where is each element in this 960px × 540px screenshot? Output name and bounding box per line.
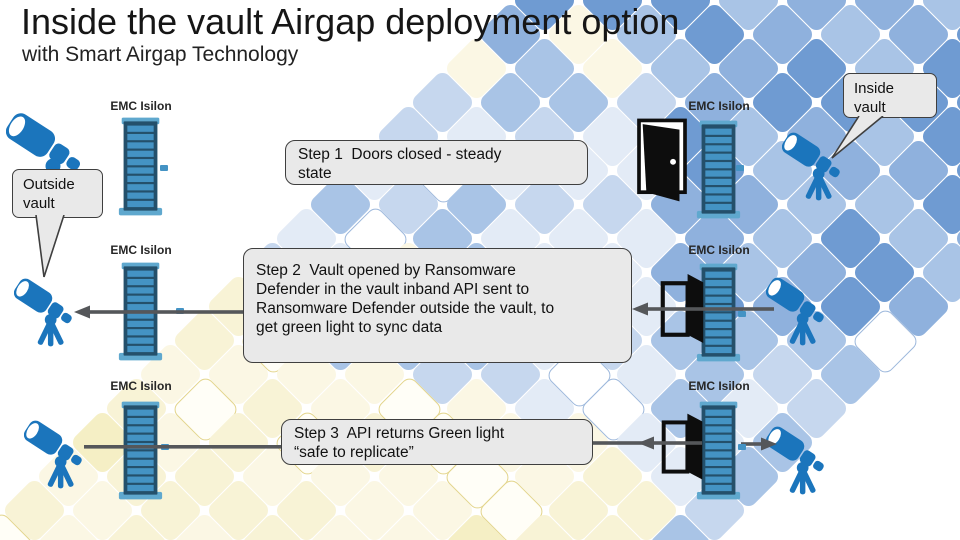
emc-isilon-label-row2-left: EMC Isilon [110,243,172,257]
arrow-server-to-inside [741,437,777,451]
step3-box: Step 3 API returns Green light “safe to … [281,419,593,465]
server-icon-row1-left [117,116,164,217]
step2-box: Step 2 Vault opened by Ransomware Defend… [243,248,632,363]
outside-vault-callout-tail [35,215,65,278]
arrow-inside-to-step2 [632,302,774,316]
line-outside-to-step3 [84,445,283,449]
server-icon-row3-left [117,400,164,501]
slide-title: Inside the vault Airgap deployment optio… [21,1,680,42]
port-marker [738,444,746,450]
telescope-icon-inside-row2 [766,267,844,355]
telescope-icon-inside-row3 [766,416,844,504]
arrow-step3-to-door [588,436,702,450]
port-marker [160,165,168,171]
telescope-icon-outside-row3 [24,410,102,498]
emc-isilon-label-row3-right: EMC Isilon [688,379,750,393]
emc-isilon-label-row2-right: EMC Isilon [688,243,750,257]
outside-vault-callout: Outside vault [12,169,103,218]
port-marker [736,165,744,171]
step1-box: Step 1 Doors closed - steady state [285,140,588,185]
emc-isilon-label-row3-left: EMC Isilon [110,379,172,393]
inside-vault-callout: Inside vault [843,73,937,118]
slide-subtitle: with Smart Airgap Technology [22,43,299,66]
server-icon-row1-right [695,119,742,220]
arrow-step2-to-outside [74,305,246,319]
inside-vault-callout-tail [831,116,884,159]
port-marker [738,311,746,317]
emc-isilon-label-row1-right: EMC Isilon [688,99,750,113]
emc-isilon-label-row1-left: EMC Isilon [110,99,172,113]
door-closed-icon-row1 [632,114,692,206]
